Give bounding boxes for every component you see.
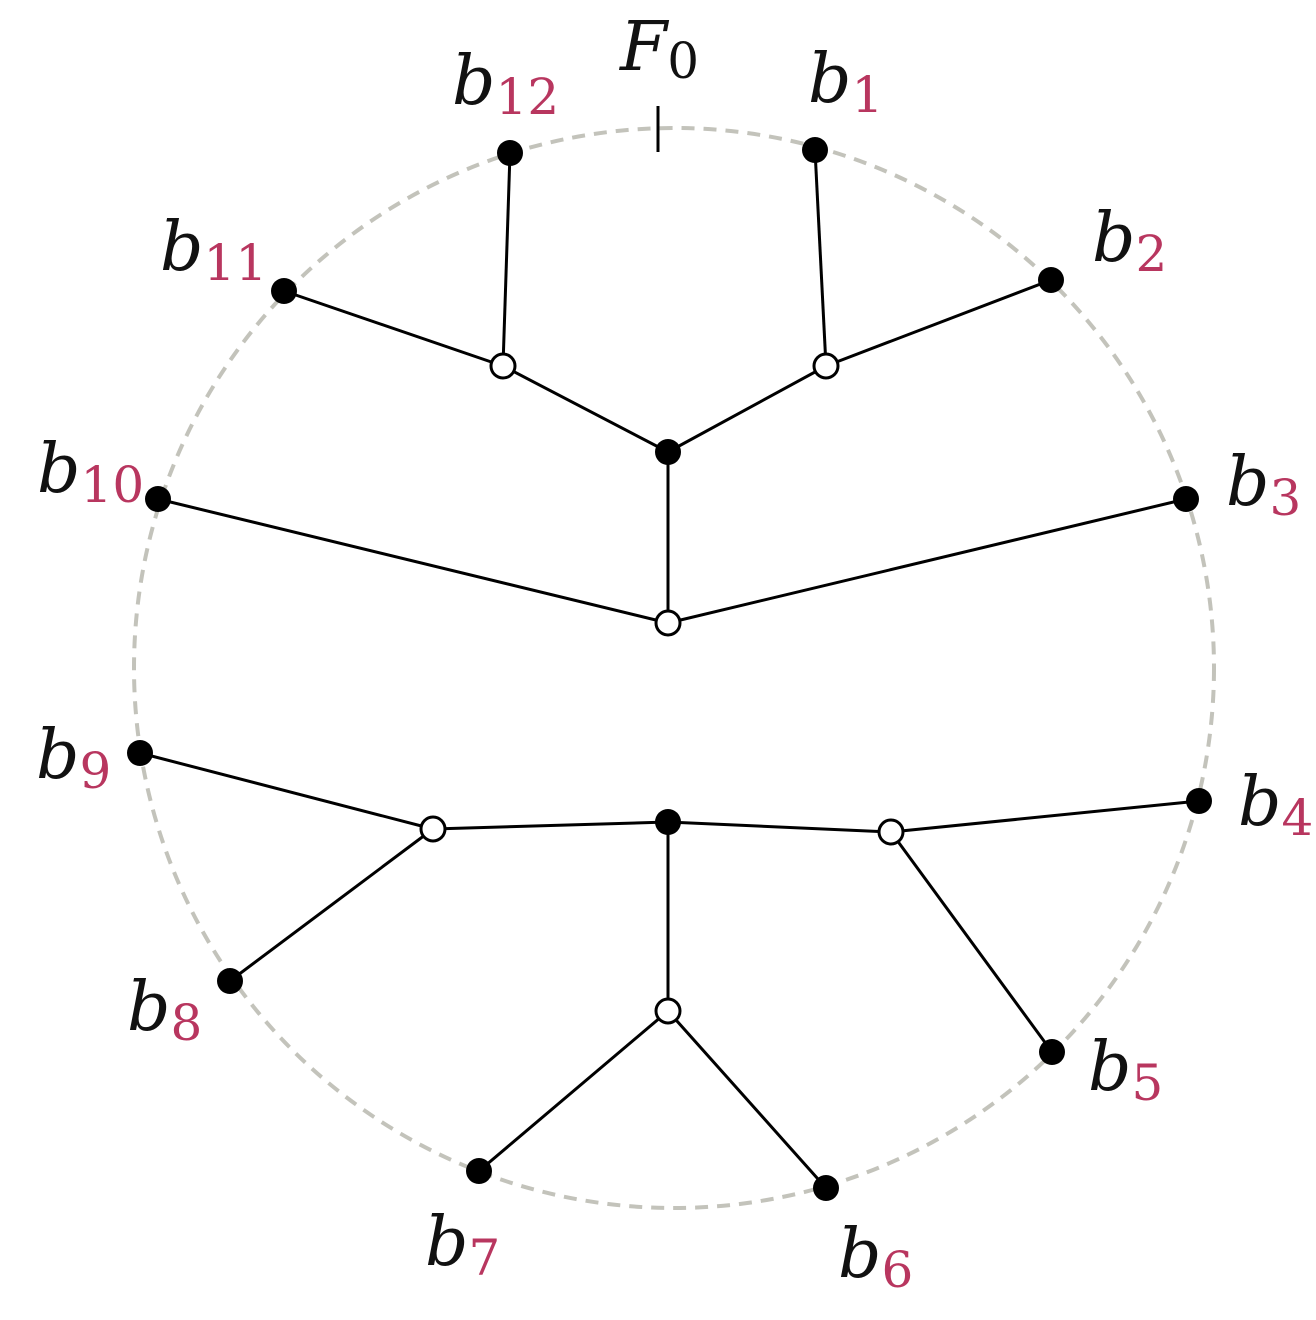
- boundary-vertex-b8: [217, 968, 243, 994]
- edge-w1-k1: [667, 364, 827, 454]
- boundary-vertex-b12: [497, 140, 523, 166]
- boundary-vertex-b7: [466, 1158, 492, 1184]
- internal-vertex-white-w1: [812, 352, 840, 380]
- edge-w5-b5: [889, 831, 1054, 1053]
- edges-group: [139, 149, 1200, 1189]
- edge-w3-b10: [157, 497, 669, 625]
- edge-w2-b12: [501, 152, 512, 367]
- edge-w1-b1: [813, 149, 828, 367]
- edge-w2-k1: [502, 364, 669, 454]
- boundary-vertex-b2: [1038, 267, 1064, 293]
- nodes-group: [127, 137, 1212, 1201]
- label-b6: b6: [838, 1215, 913, 1299]
- label-b3: b3: [1226, 443, 1301, 527]
- edge-w6-b7: [478, 1009, 669, 1173]
- boundary-vertex-b4: [1186, 788, 1212, 814]
- label-b10: b10: [37, 430, 144, 514]
- boundary-vertex-b11: [271, 278, 297, 304]
- internal-vertex-white-w5: [877, 818, 905, 846]
- edge-w5-b4: [890, 799, 1200, 834]
- label-b1: b1: [808, 40, 883, 124]
- label-b12: b12: [452, 42, 559, 126]
- label-b8: b8: [127, 968, 202, 1052]
- edge-w3-b3: [667, 497, 1187, 625]
- boundary-vertex-b5: [1039, 1039, 1065, 1065]
- edge-w2-b11: [283, 289, 504, 368]
- edge-w4-b8: [229, 827, 434, 983]
- face-label-F0: F0: [618, 8, 699, 90]
- label-b7: b7: [425, 1203, 500, 1287]
- boundary-vertex-b9: [127, 740, 153, 766]
- label-b9: b9: [36, 716, 111, 800]
- label-b5: b5: [1088, 1028, 1163, 1112]
- internal-vertex-black-k1: [655, 439, 681, 465]
- edge-w1-b2: [825, 278, 1052, 368]
- internal-vertex-black-k2: [655, 809, 681, 835]
- label-b11: b11: [160, 208, 267, 292]
- internal-vertex-white-w3: [654, 609, 682, 637]
- edge-k2-w4: [432, 820, 669, 831]
- label-b4: b4: [1238, 763, 1313, 847]
- edge-w6-b6: [666, 1010, 828, 1189]
- edge-w4-b9: [139, 751, 434, 831]
- internal-vertex-white-w4: [419, 815, 447, 843]
- boundary-vertex-b10: [145, 486, 171, 512]
- labels-group: b1 b2 b3 b4 b5 b6 b7 b8 b9 b10 b11 b12: [36, 40, 1313, 1299]
- boundary-vertex-b1: [802, 137, 828, 163]
- boundary-vertex-b3: [1173, 486, 1199, 512]
- boundary-circle: [132, 126, 1216, 1210]
- label-b2: b2: [1092, 199, 1167, 283]
- edge-k2-w5: [667, 820, 892, 834]
- boundary-vertex-b6: [813, 1175, 839, 1201]
- internal-vertex-white-w6: [654, 997, 682, 1025]
- internal-vertex-white-w2: [489, 352, 517, 380]
